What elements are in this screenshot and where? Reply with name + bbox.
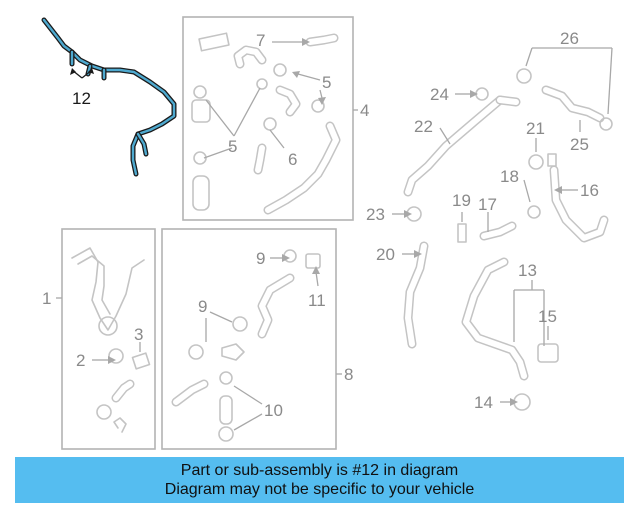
callout-2[interactable]: 2	[76, 351, 85, 370]
callout-24[interactable]: 24	[430, 85, 449, 104]
group-box-8	[161, 228, 342, 450]
callout-21[interactable]: 21	[526, 119, 545, 138]
callout-15[interactable]: 15	[538, 307, 557, 326]
callout-1[interactable]: 1	[42, 289, 51, 308]
group-box-4	[182, 16, 358, 221]
info-banner: Part or sub-assembly is #12 in diagram D…	[15, 457, 624, 503]
callout-7[interactable]: 7	[256, 31, 265, 50]
callout-9b[interactable]: 9	[198, 297, 207, 316]
callout-6[interactable]: 6	[288, 150, 297, 169]
banner-line-1: Part or sub-assembly is #12 in diagram	[180, 462, 459, 479]
box-8-parts	[171, 249, 321, 442]
callout-16[interactable]: 16	[580, 181, 599, 200]
callout-11[interactable]: 11	[308, 291, 326, 310]
callout-18[interactable]: 18	[500, 167, 519, 186]
callout-12-leaders	[70, 68, 94, 79]
callout-23[interactable]: 23	[366, 205, 385, 224]
callout-12[interactable]: 12	[72, 89, 91, 108]
banner-line-2: Diagram may not be specific to your vehi…	[164, 481, 475, 498]
box-1-parts	[71, 247, 151, 433]
callout-5a[interactable]: 5	[322, 73, 331, 92]
group-box-1	[56, 228, 156, 450]
part-12-hose[interactable]	[41, 17, 177, 177]
callout-5b[interactable]: 5	[228, 137, 237, 156]
callout-17[interactable]: 17	[478, 195, 497, 214]
box-4-parts	[191, 32, 341, 215]
callout-20[interactable]: 20	[376, 245, 395, 264]
callout-25[interactable]: 25	[570, 135, 589, 154]
callout-8[interactable]: 8	[344, 365, 353, 384]
parts-diagram: 12 4 7 5 5 6	[41, 16, 613, 450]
callout-22[interactable]: 22	[414, 117, 433, 136]
right-side-parts	[392, 47, 613, 411]
callout-19[interactable]: 19	[452, 191, 471, 210]
callout-13[interactable]: 13	[518, 261, 537, 280]
callout-14[interactable]: 14	[474, 393, 493, 412]
callout-26[interactable]: 26	[560, 29, 579, 48]
callout-3[interactable]: 3	[134, 325, 143, 344]
callout-10[interactable]: 10	[264, 401, 283, 420]
callout-9a[interactable]: 9	[256, 249, 265, 268]
callout-4[interactable]: 4	[360, 101, 369, 120]
